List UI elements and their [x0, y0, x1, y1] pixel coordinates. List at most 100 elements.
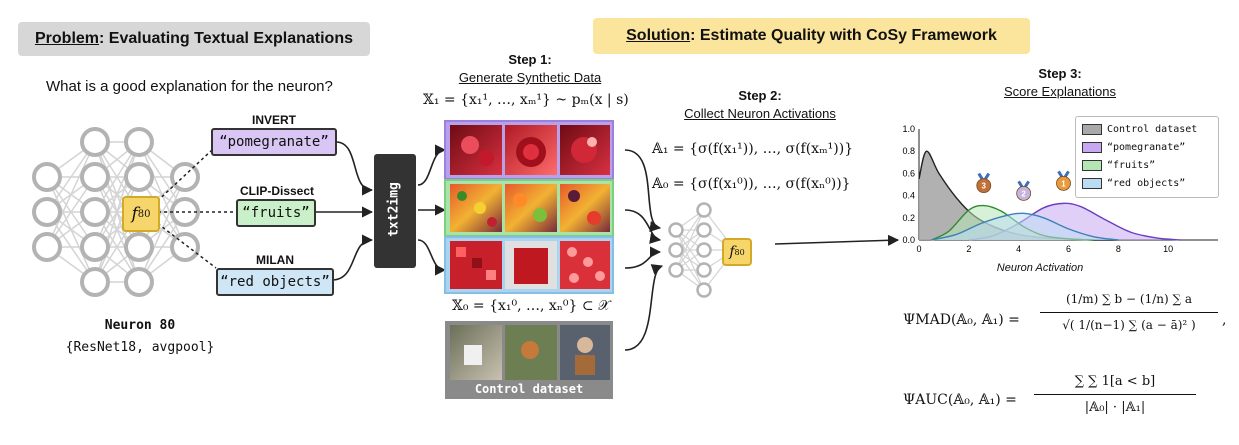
explanation-fruits: “fruits”: [236, 199, 316, 227]
problem-text: : Evaluating Textual Explanations: [99, 30, 353, 47]
network-node: [124, 232, 154, 262]
y-tick-label: 1.0: [902, 124, 915, 134]
network-node: [80, 127, 110, 157]
step3-subtitle: Score Explanations: [1003, 84, 1116, 99]
x-tick-label: 8: [1116, 244, 1121, 254]
network-node: [124, 267, 154, 297]
y-tick-label: 0.6: [902, 168, 915, 178]
medal-rank-label: 3: [982, 182, 987, 191]
legend-label-red-objects: “red objects”: [1107, 177, 1186, 189]
neuron-symbol: f: [131, 204, 138, 224]
step2-formula-a1: 𝔸₁ = {σ(f(x₁¹)), …, σ(f(xₘ¹))}: [652, 141, 854, 157]
series-line: [931, 212, 1119, 241]
medal-rank-label: 2: [1021, 189, 1026, 198]
step2-subtitle: Collect Neuron Activations: [684, 106, 836, 121]
psi-mad-fraction-bar: [1040, 312, 1218, 313]
network-node: [668, 242, 684, 258]
network-node: [80, 232, 110, 262]
solution-header: Solution: Estimate Quality with CoSy Fra…: [593, 18, 1030, 54]
network-node: [32, 162, 62, 192]
neuron-model: {ResNet18, avgpool}: [65, 340, 215, 355]
network-node: [696, 202, 712, 218]
y-tick-label: 0.0: [902, 235, 915, 245]
network-node: [124, 162, 154, 192]
legend-swatch-pomegranate: [1082, 141, 1102, 153]
neuron-subscript-small: 80: [734, 247, 745, 257]
step3-title: Step 3:: [1038, 66, 1082, 81]
legend-swatch-fruits: [1082, 159, 1102, 171]
network-node: [696, 262, 712, 278]
step2-title: Step 2:: [738, 88, 782, 103]
neuron-symbol-small: f: [729, 244, 735, 260]
medal-rank-label: 1: [1061, 179, 1066, 188]
medal-rank-1: [1056, 175, 1071, 191]
method-milan: MILAN: [256, 253, 294, 267]
y-tick-label: 0.2: [902, 213, 915, 223]
x-tick-label: 6: [1066, 244, 1071, 254]
neural-network-left: [32, 127, 200, 297]
medal-rank-3: [976, 178, 992, 193]
network-node: [32, 197, 62, 227]
fruits-images: [444, 179, 614, 237]
medal-rank-2: [1016, 185, 1032, 201]
psi-mad-lhs: ΨMAD(𝔸₀, 𝔸₁) =: [903, 312, 1020, 328]
network-node: [32, 232, 62, 262]
network-node: [668, 222, 684, 238]
network-node: [668, 262, 684, 278]
network-node: [80, 267, 110, 297]
neuron-name: Neuron 80: [104, 318, 176, 333]
legend-swatch-control: [1082, 123, 1102, 135]
series-area: [931, 213, 1119, 240]
x-tick-label: 0: [916, 244, 921, 254]
y-tick-label: 0.4: [902, 191, 915, 201]
psi-mad-denominator: √( 1/(n−1) ∑ (a − ā)² ): [1062, 318, 1196, 332]
txt2img-block: [374, 154, 416, 268]
x-tick-label: 2: [966, 244, 971, 254]
psi-auc-numerator: ∑ ∑ 1[a < b]: [1074, 374, 1156, 389]
method-invert: INVERT: [251, 113, 296, 127]
step1-control-formula: 𝕏₀ = {x₁⁰, …, xₙ⁰} ⊂ 𝒳: [452, 298, 611, 314]
network-node: [80, 197, 110, 227]
psi-mad-comma: ,: [1222, 312, 1227, 328]
network-node: [170, 232, 200, 262]
x-tick-label: 10: [1163, 244, 1173, 254]
control-dataset-images: [445, 321, 613, 399]
solution-text: : Estimate Quality with CoSy Framework: [690, 27, 997, 44]
chart-xlabel: Neuron Activation: [996, 262, 1084, 274]
network-node: [170, 162, 200, 192]
step2-formula-a0: 𝔸₀ = {σ(f(x₁⁰)), …, σ(f(xₙ⁰))}: [652, 176, 851, 192]
y-tick-label: 0.8: [902, 146, 915, 156]
explanation-red-objects: “red objects”: [216, 268, 334, 296]
step1-formula: 𝕏₁ = {x₁¹, …, xₘ¹} ~ pₘ(x | s): [423, 92, 629, 108]
psi-auc-fraction-bar: [1034, 394, 1196, 395]
legend-swatch-red-objects: [1082, 177, 1102, 189]
psi-auc-denominator: |𝔸₀| · |𝔸₁|: [1084, 400, 1146, 415]
neuron-subscript: 80: [137, 208, 151, 220]
step1-title: Step 1:: [508, 52, 552, 67]
legend-label-pomegranate: “pomegranate”: [1107, 141, 1186, 153]
network-node: [696, 282, 712, 298]
pomegranate-images: [444, 120, 614, 180]
legend-label-fruits: “fruits”: [1107, 159, 1156, 171]
step1-subtitle: Generate Synthetic Data: [458, 70, 602, 85]
network-node: [124, 127, 154, 157]
red-objects-images: [444, 236, 614, 294]
explanation-pomegranate: “pomegranate”: [211, 128, 337, 156]
txt2img-label: txt2img: [386, 182, 402, 237]
network-node: [696, 222, 712, 238]
x-tick-label: 4: [1016, 244, 1021, 254]
network-node: [696, 242, 712, 258]
legend-label-control: Control dataset: [1107, 123, 1198, 135]
control-dataset-label: Control dataset: [474, 382, 584, 396]
psi-mad-numerator: (1/m) ∑ b − (1/n) ∑ a: [1065, 292, 1193, 306]
network-node: [80, 162, 110, 192]
psi-auc-lhs: ΨAUC(𝔸₀, 𝔸₁) =: [903, 392, 1017, 408]
question-text: What is a good explanation for the neuro…: [46, 78, 333, 95]
method-clip-dissect: CLIP-Dissect: [239, 184, 315, 198]
chart-legend: Control dataset “pomegranate” “fruits” “…: [1075, 116, 1219, 198]
solution-label: Solution: [626, 27, 691, 44]
